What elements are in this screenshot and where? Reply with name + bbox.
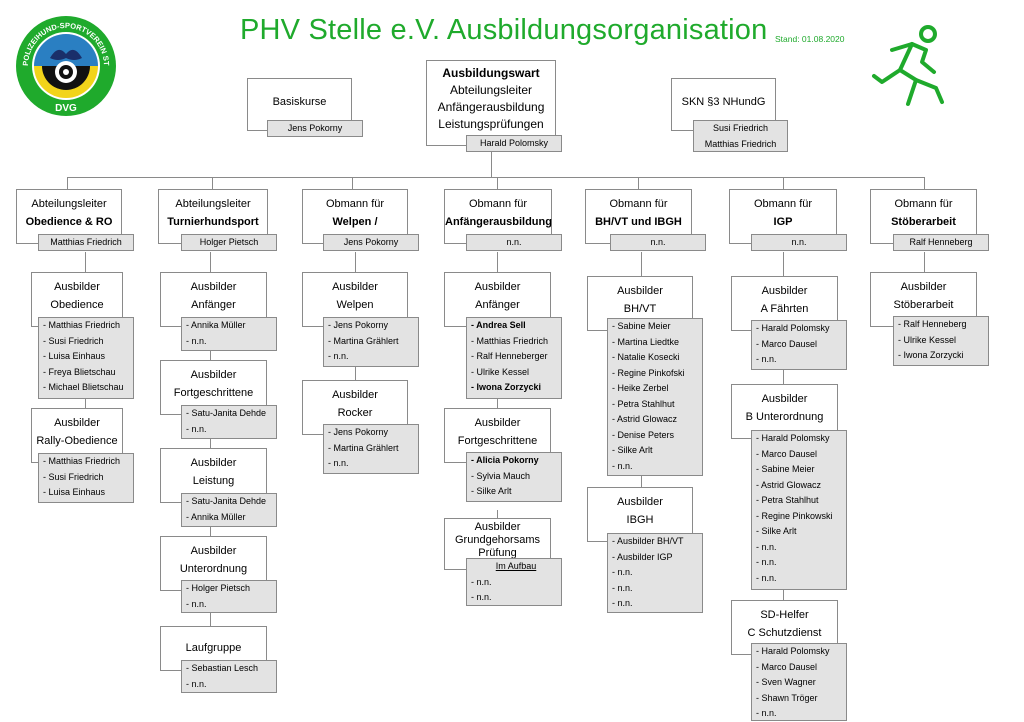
ausbildungswart-role: Anfängerausbildung [437,100,545,114]
connector [210,350,211,360]
group-obedience-members: - Matthias Friedrich - Susi Friedrich - … [38,317,134,399]
lead-stoeberarbeit-person: Ralf Henneberg [893,234,989,251]
connector [67,177,68,189]
group-bhvt-members: - Sabine Meier - Martina Liedtke - Natal… [607,318,703,476]
basiskurse-person: Jens Pokorny [267,120,363,137]
group-faehrten-members: - Harald Polomsky - Marco Dausel - n.n. [751,320,847,370]
connector [352,177,353,189]
basiskurse-title: Basiskurse [272,96,327,108]
lead-bhvt-ibgh-person: n.n. [610,234,706,251]
connector [355,252,356,272]
group-rocker-members: - Jens Pokorny - Martina Grählert - n.n. [323,424,419,474]
page-title: PHV Stelle e.V. Ausbildungsorganisation [240,14,768,46]
connector [210,612,211,626]
connector [641,252,642,276]
connector [497,398,498,408]
group-anfaenger-members: - Andrea Sell - Matthias Friedrich - Ral… [466,317,562,399]
connector [924,252,925,272]
connector [67,177,924,178]
connector [491,150,492,178]
connector [497,177,498,189]
group-ibgh-members: - Ausbilder BH/VT - Ausbilder IGP - n.n.… [607,533,703,613]
connector [783,177,784,189]
skn-title: SKN §3 NHundG [681,96,766,108]
connector [210,438,211,448]
lead-igp-person: n.n. [751,234,847,251]
group-ibgh: Ausbilder IBGH [587,487,693,542]
connector [783,252,784,276]
connector [210,252,211,272]
group-unterordnung-b-members: - Harald Polomsky - Marco Dausel - Sabin… [751,430,847,590]
lead-turnierhundsport-person: Holger Pietsch [181,234,277,251]
connector [355,366,356,380]
ausbildungswart-role: Abteilungsleiter [449,83,533,97]
connector [497,510,498,518]
status-im-aufbau: Im Aufbau [495,561,537,571]
group-stoeberarbeit-members: - Ralf Henneberg - Ulrike Kessel - Iwona… [893,316,989,366]
ausbildungswart-role: Leistungsprüfungen [438,117,544,131]
group-schutzdienst-members: - Harald Polomsky - Marco Dausel - Sven … [751,643,847,721]
group-laufgruppe-members: - Sebastian Lesch - n.n. [181,660,277,693]
connector [924,177,925,189]
logo-bottom-text: DVG [55,103,77,114]
connector [641,475,642,487]
connector [497,252,498,272]
connector [85,252,86,272]
lead-anfaengerausbildung-person: n.n. [466,234,562,251]
lead-obedience-person: Matthias Friedrich [38,234,134,251]
group-welpen-members: - Jens Pokorny - Martina Grählert - n.n. [323,317,419,367]
group-rally-members: - Matthias Friedrich - Susi Friedrich - … [38,453,134,503]
connector [638,177,639,189]
club-logo: POLIZEIHUND-SPORTVEREIN STELLE E.V. DVG [11,7,118,118]
connector [783,370,784,384]
ausbildungswart-box: Ausbildungswart Abteilungsleiter Anfänge… [426,60,556,146]
ausbildungswart-title: Ausbildungswart [442,66,540,80]
group-grundgehorsam-members: Im Aufbau - n.n. - n.n. [466,558,562,606]
group-turnier-leistung-members: - Satu-Janita Dehde - Annika Müller [181,493,277,527]
ausbildungswart-person: Harald Polomsky [466,135,562,152]
connector [85,398,86,408]
stand-date: Stand: 01.08.2020 [775,34,845,44]
group-turnier-anfaenger-members: - Annika Müller - n.n. [181,317,277,351]
group-turnier-unterordnung-members: - Holger Pietsch - n.n. [181,580,277,613]
skn-persons: Susi Friedrich Matthias Friedrich [693,120,788,152]
runner-icon [870,20,948,116]
group-turnier-fortgeschrittene-members: - Satu-Janita Dehde - n.n. [181,405,277,439]
connector [210,526,211,536]
group-fortgeschrittene-members: - Alicia Pokorny - Sylvia Mauch - Silke … [466,452,562,502]
lead-welpen-person: Jens Pokorny [323,234,419,251]
connector [212,177,213,189]
connector [783,590,784,600]
